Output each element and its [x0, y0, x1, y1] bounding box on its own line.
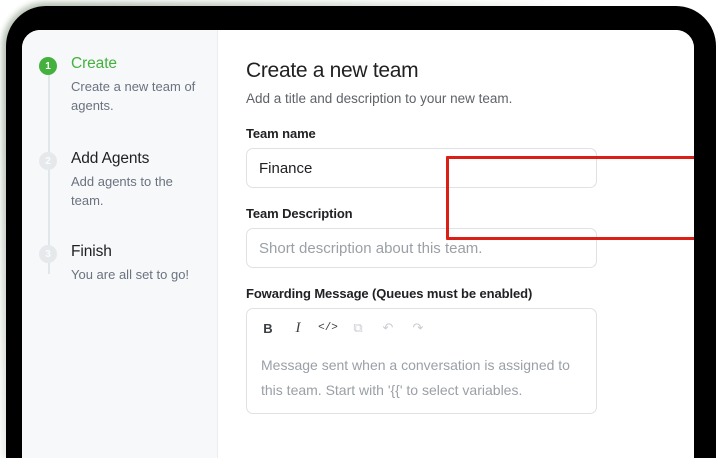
link-icon[interactable]: ⧉ [353, 320, 363, 335]
step-number-badge-3: 3 [39, 245, 57, 263]
step-text-1: Create Create a new team of agents. [71, 54, 207, 115]
step-connector-line [48, 66, 50, 274]
step-desc-add-agents: Add agents to the team. [71, 174, 173, 208]
team-name-label: Team name [246, 126, 316, 141]
redo-icon[interactable]: ↷ [412, 320, 424, 335]
forwarding-message-editor[interactable]: B I </> ⧉ ↶ ↷ Message sent when a conver… [246, 308, 597, 414]
sidebar-step-add-agents[interactable]: 2 Add Agents Add agents to the team. [34, 149, 217, 210]
wizard-sidebar: 1 Create Create a new team of agents. 2 … [22, 30, 218, 458]
team-name-field-group: Team name Finance [246, 126, 664, 188]
team-description-input[interactable]: Short description about this team. [246, 228, 597, 268]
italic-icon[interactable]: I [295, 319, 301, 336]
wizard-card: 1 Create Create a new team of agents. 2 … [22, 30, 694, 458]
step-number-badge-2: 2 [39, 152, 57, 170]
page-title: Create a new team [246, 59, 419, 82]
forwarding-message-textarea[interactable]: Message sent when a conversation is assi… [261, 357, 570, 398]
sidebar-step-create[interactable]: 1 Create Create a new team of agents. [34, 54, 217, 115]
step-title-add-agents: Add Agents [71, 150, 150, 167]
step-text-3: Finish You are all set to go! [71, 242, 197, 284]
main-panel: Create a new team Add a title and descri… [218, 30, 694, 458]
undo-icon[interactable]: ↶ [382, 320, 394, 335]
forwarding-message-field-group: Fowarding Message (Queues must be enable… [246, 286, 664, 414]
step-title-create: Create [71, 55, 117, 72]
forwarding-message-label: Fowarding Message (Queues must be enable… [246, 286, 533, 301]
team-description-field-group: Team Description Short description about… [246, 206, 664, 268]
page-subtitle: Add a title and description to your new … [246, 91, 513, 106]
sidebar-step-finish[interactable]: 3 Finish You are all set to go! [34, 242, 217, 284]
team-name-input[interactable]: Finance [246, 148, 597, 188]
step-text-2: Add Agents Add agents to the team. [71, 149, 207, 210]
step-desc-finish: You are all set to go! [71, 267, 190, 282]
step-number-badge-1: 1 [39, 57, 57, 75]
team-description-label: Team Description [246, 206, 353, 221]
editor-toolbar: B I </> ⧉ ↶ ↷ [247, 309, 596, 347]
step-desc-create: Create a new team of agents. [71, 79, 196, 113]
bold-icon[interactable]: B [263, 320, 273, 336]
step-title-finish: Finish [71, 243, 112, 260]
code-icon[interactable]: </> [318, 322, 338, 334]
step-list: 1 Create Create a new team of agents. 2 … [22, 54, 217, 284]
